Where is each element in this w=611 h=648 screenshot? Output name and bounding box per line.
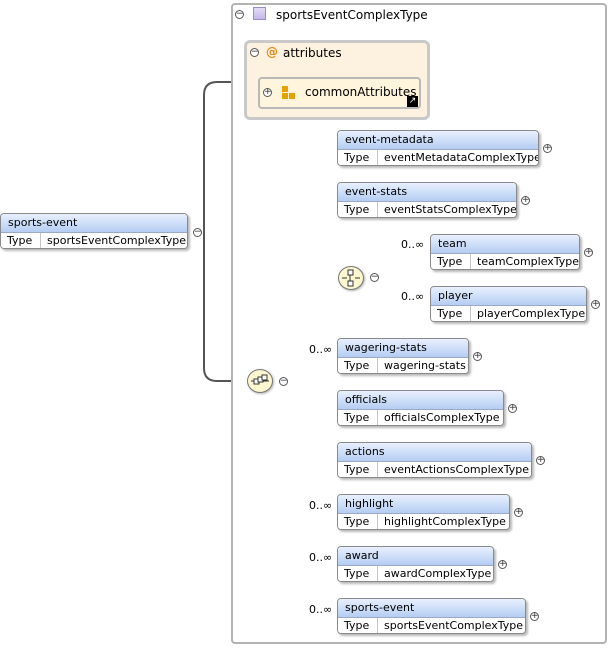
cardinality-label: 0..∞: [401, 290, 425, 303]
type-key: Type: [338, 150, 378, 165]
type-key: Type: [338, 358, 378, 373]
element-award[interactable]: award Type awardComplexType: [337, 546, 494, 582]
element-event-metadata[interactable]: event-metadata Type eventMetadataComplexT…: [337, 130, 539, 166]
root-element-sports-event[interactable]: sports-event Type sportsEventComplexType: [0, 213, 188, 249]
sports-event-expand-toggle[interactable]: +: [530, 611, 539, 621]
element-type: eventActionsComplexType: [384, 463, 530, 476]
choice-collapse-toggle[interactable]: −: [370, 272, 379, 282]
type-key: Type: [338, 202, 378, 217]
element-actions[interactable]: actions Type eventActionsComplexType: [337, 442, 532, 478]
element-type: playerComplexType: [477, 307, 586, 320]
attribute-group-icon: [282, 86, 296, 100]
sequence-compositor-icon[interactable]: [247, 369, 273, 393]
type-key: Type: [338, 462, 378, 477]
element-type: awardComplexType: [384, 567, 492, 580]
highlight-expand-toggle[interactable]: +: [514, 507, 523, 517]
team-expand-toggle[interactable]: +: [584, 247, 593, 257]
element-name: player: [431, 287, 586, 306]
type-key: Type: [338, 514, 378, 529]
element-sports-event[interactable]: sports-event Type sportsEventComplexType: [337, 598, 526, 634]
element-officials[interactable]: officials Type officialsComplexType: [337, 390, 504, 426]
element-type: eventStatsComplexType: [384, 203, 517, 216]
complex-type-collapse-toggle[interactable]: −: [235, 9, 244, 19]
root-collapse-toggle[interactable]: −: [193, 227, 202, 237]
cardinality-label: 0..∞: [309, 603, 333, 616]
event-stats-expand-toggle[interactable]: +: [521, 195, 530, 205]
root-element-name: sports-event: [1, 214, 187, 233]
type-key: Type: [431, 306, 471, 321]
element-name: highlight: [338, 495, 509, 514]
reference-arrow-icon[interactable]: ↗: [407, 96, 418, 107]
attributes-collapse-toggle[interactable]: −: [250, 47, 259, 57]
complex-type-title: sportsEventComplexType: [276, 8, 428, 22]
element-name: award: [338, 547, 493, 566]
type-key: Type: [431, 254, 471, 269]
element-name: event-stats: [338, 183, 516, 202]
element-type: wagering-stats: [384, 359, 466, 372]
element-name: sports-event: [338, 599, 525, 618]
element-name: event-metadata: [338, 131, 538, 150]
root-element-type: sportsEventComplexType: [47, 234, 187, 247]
type-key: Type: [338, 618, 378, 633]
choice-compositor-icon[interactable]: [338, 266, 364, 290]
player-expand-toggle[interactable]: +: [591, 299, 600, 309]
element-event-stats[interactable]: event-stats Type eventStatsComplexType: [337, 182, 517, 218]
common-attributes-expand-toggle[interactable]: +: [263, 87, 272, 97]
actions-expand-toggle[interactable]: +: [536, 455, 545, 465]
element-name: team: [431, 235, 579, 254]
element-type: eventMetadataComplexType: [384, 151, 539, 164]
element-player[interactable]: player Type playerComplexType: [430, 286, 587, 322]
type-key: Type: [338, 566, 378, 581]
root-to-attributes-line: [203, 81, 246, 232]
element-team[interactable]: team Type teamComplexType: [430, 234, 580, 270]
element-type: sportsEventComplexType: [384, 619, 524, 632]
cardinality-label: 0..∞: [309, 343, 333, 356]
cardinality-label: 0..∞: [401, 238, 425, 251]
cardinality-label: 0..∞: [309, 499, 333, 512]
type-key: Type: [1, 233, 41, 248]
award-expand-toggle[interactable]: +: [498, 559, 507, 569]
cardinality-label: 0..∞: [309, 551, 333, 564]
element-type: officialsComplexType: [384, 411, 500, 424]
root-to-sequence-line: [203, 232, 247, 382]
officials-expand-toggle[interactable]: +: [508, 403, 517, 413]
common-attributes-label: commonAttributes: [305, 85, 417, 99]
element-name: wagering-stats: [338, 339, 468, 358]
element-type: highlightComplexType: [384, 515, 506, 528]
sequence-collapse-toggle[interactable]: −: [279, 376, 288, 386]
element-type: teamComplexType: [477, 255, 580, 268]
element-name: officials: [338, 391, 503, 410]
wagering-stats-expand-toggle[interactable]: +: [473, 351, 482, 361]
event-metadata-expand-toggle[interactable]: +: [543, 143, 552, 153]
type-key: Type: [338, 410, 378, 425]
element-highlight[interactable]: highlight Type highlightComplexType: [337, 494, 510, 530]
complex-type-icon: [253, 7, 266, 20]
element-name: actions: [338, 443, 531, 462]
attribute-icon: @: [266, 45, 278, 59]
attributes-label: attributes: [283, 46, 342, 60]
